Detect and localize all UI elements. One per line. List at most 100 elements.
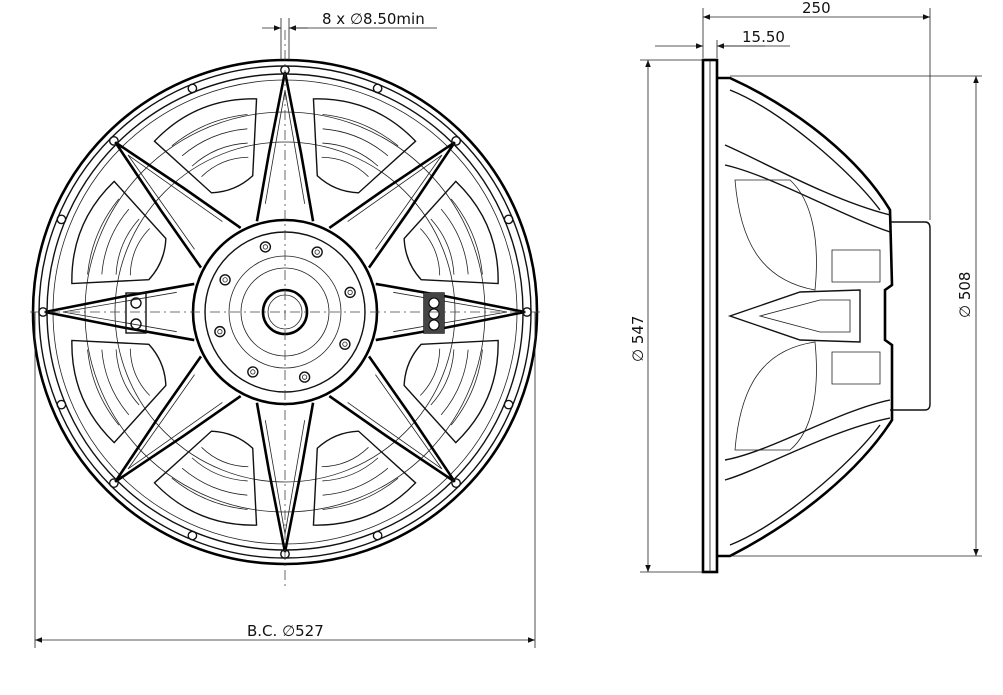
window: [403, 180, 499, 285]
window-rib: [129, 348, 150, 396]
mounting-hole: [451, 135, 462, 146]
mounting-hole: [56, 214, 67, 225]
basket-windows: [71, 98, 499, 526]
outer-diameter-label: ∅ 547: [629, 316, 647, 362]
window-rib: [101, 208, 130, 275]
side-window-lower: [734, 341, 817, 451]
window-rib: [171, 114, 248, 147]
window-rib: [322, 477, 399, 510]
window-rib: [322, 142, 379, 167]
mounting-hole: [503, 214, 514, 225]
window-rib: [420, 348, 441, 396]
window-rib: [420, 228, 441, 276]
mounting-hole: [451, 478, 462, 489]
magnet-block: [890, 221, 931, 411]
mounting-hole: [372, 530, 383, 541]
spoke: [328, 355, 456, 483]
window-rib: [101, 349, 130, 416]
magnet-bolt-center: [314, 249, 320, 255]
window: [153, 98, 258, 194]
magnet-bolt-center: [342, 341, 348, 347]
window-rib: [129, 228, 150, 276]
window: [153, 430, 258, 526]
mounting-hole: [108, 135, 119, 146]
magnet-bolt-center: [262, 244, 268, 250]
magnet-bolt: [214, 325, 226, 338]
window-rib: [321, 156, 369, 177]
window-rib: [181, 128, 248, 157]
side-window-upper: [734, 179, 817, 291]
spoke: [114, 355, 242, 483]
flange-thickness-label: 15.50: [742, 28, 785, 46]
window-rib: [201, 447, 249, 468]
window-rib: [181, 467, 248, 496]
window: [312, 430, 417, 526]
magnet-bolt: [219, 274, 231, 286]
mounting-hole: [56, 399, 67, 410]
window-rib: [322, 114, 399, 147]
window-rib: [440, 208, 469, 275]
mounting-hole: [187, 83, 198, 94]
side-view: [701, 58, 931, 574]
magnet-bolt-center: [250, 369, 256, 375]
window: [312, 98, 417, 194]
spoke-inner: [127, 374, 223, 470]
window-rib: [440, 349, 469, 416]
spoke: [114, 141, 242, 269]
spoke-inner: [347, 154, 443, 250]
window-rib: [201, 156, 249, 177]
bolt-circle-label: B.C. ∅527: [247, 622, 324, 640]
window-rib: [191, 457, 248, 482]
front-view: [30, 30, 540, 590]
window: [403, 339, 499, 444]
basket-diameter-dimension: ∅ 508: [730, 75, 982, 557]
magnet-bolt: [259, 241, 272, 253]
window: [71, 180, 167, 285]
basket-outline: [717, 76, 894, 558]
spoke-inner: [347, 374, 443, 470]
magnet-bolt-center: [347, 289, 353, 295]
window-rib: [115, 349, 140, 406]
mounting-hole: [503, 399, 514, 410]
left-terminal: [125, 292, 147, 334]
mounting-hole: [372, 83, 383, 94]
hole-dimension: 8 x ∅8.50min: [262, 10, 437, 60]
window-rib: [191, 142, 248, 167]
window-rib: [322, 457, 379, 482]
mounting-holes: [38, 65, 532, 559]
outer-diameter-dimension: ∅ 547: [629, 59, 703, 573]
window-rib: [322, 128, 389, 157]
magnet-bolt-center: [217, 329, 223, 335]
hole-spec-label: 8 x ∅8.50min: [322, 10, 425, 28]
magnet-bolt: [344, 286, 356, 299]
window-rib: [450, 198, 483, 275]
window-rib: [322, 467, 389, 496]
window-rib: [430, 349, 455, 406]
right-terminal: [423, 292, 445, 334]
magnet-bolts: [214, 241, 356, 383]
bolt-circle-dimension: B.C. ∅527: [34, 312, 536, 648]
window-rib: [87, 349, 120, 426]
window: [71, 339, 167, 444]
magnet-bolt: [247, 366, 259, 378]
window-rib: [115, 218, 140, 275]
magnet-bolt: [298, 371, 311, 383]
magnet-bolt: [339, 338, 351, 350]
spoke: [328, 141, 456, 269]
depth-label: 250: [802, 0, 831, 17]
magnet-bolt: [311, 246, 323, 258]
magnet-bolt-center: [302, 374, 308, 380]
window-rib: [450, 349, 483, 426]
mounting-hole: [187, 530, 198, 541]
spoke-inner: [127, 154, 223, 250]
window-rib: [171, 477, 248, 510]
magnet-bolt-center: [222, 277, 228, 283]
window-rib: [321, 447, 369, 468]
mounting-hole: [108, 478, 119, 489]
basket-diameter-label: ∅ 508: [956, 272, 974, 318]
window-rib: [430, 218, 455, 275]
window-rib: [87, 198, 120, 275]
flange-thickness-dimension: 15.50: [655, 28, 790, 58]
depth-dimension: 250: [702, 0, 931, 220]
